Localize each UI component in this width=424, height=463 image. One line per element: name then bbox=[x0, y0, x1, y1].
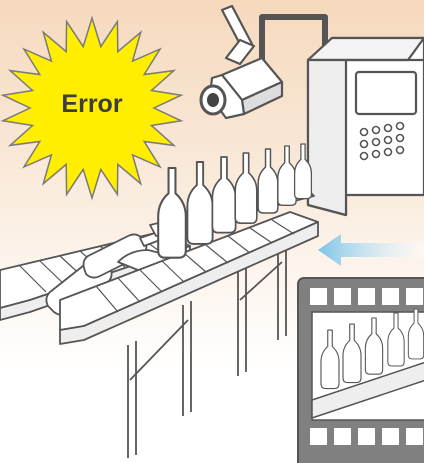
error-label: Error bbox=[42, 90, 142, 119]
camera-icon bbox=[201, 6, 282, 118]
controller-screen bbox=[356, 72, 416, 114]
bottle-icon bbox=[235, 153, 257, 223]
bottle-icon bbox=[278, 146, 296, 205]
bottle-icon bbox=[212, 157, 235, 233]
bottle-icon bbox=[187, 162, 212, 244]
film-frame bbox=[298, 278, 424, 463]
bottle-icon bbox=[258, 149, 278, 213]
control-panel bbox=[308, 38, 424, 215]
arrow-left-icon bbox=[318, 234, 424, 266]
bottle-icon bbox=[158, 168, 186, 258]
